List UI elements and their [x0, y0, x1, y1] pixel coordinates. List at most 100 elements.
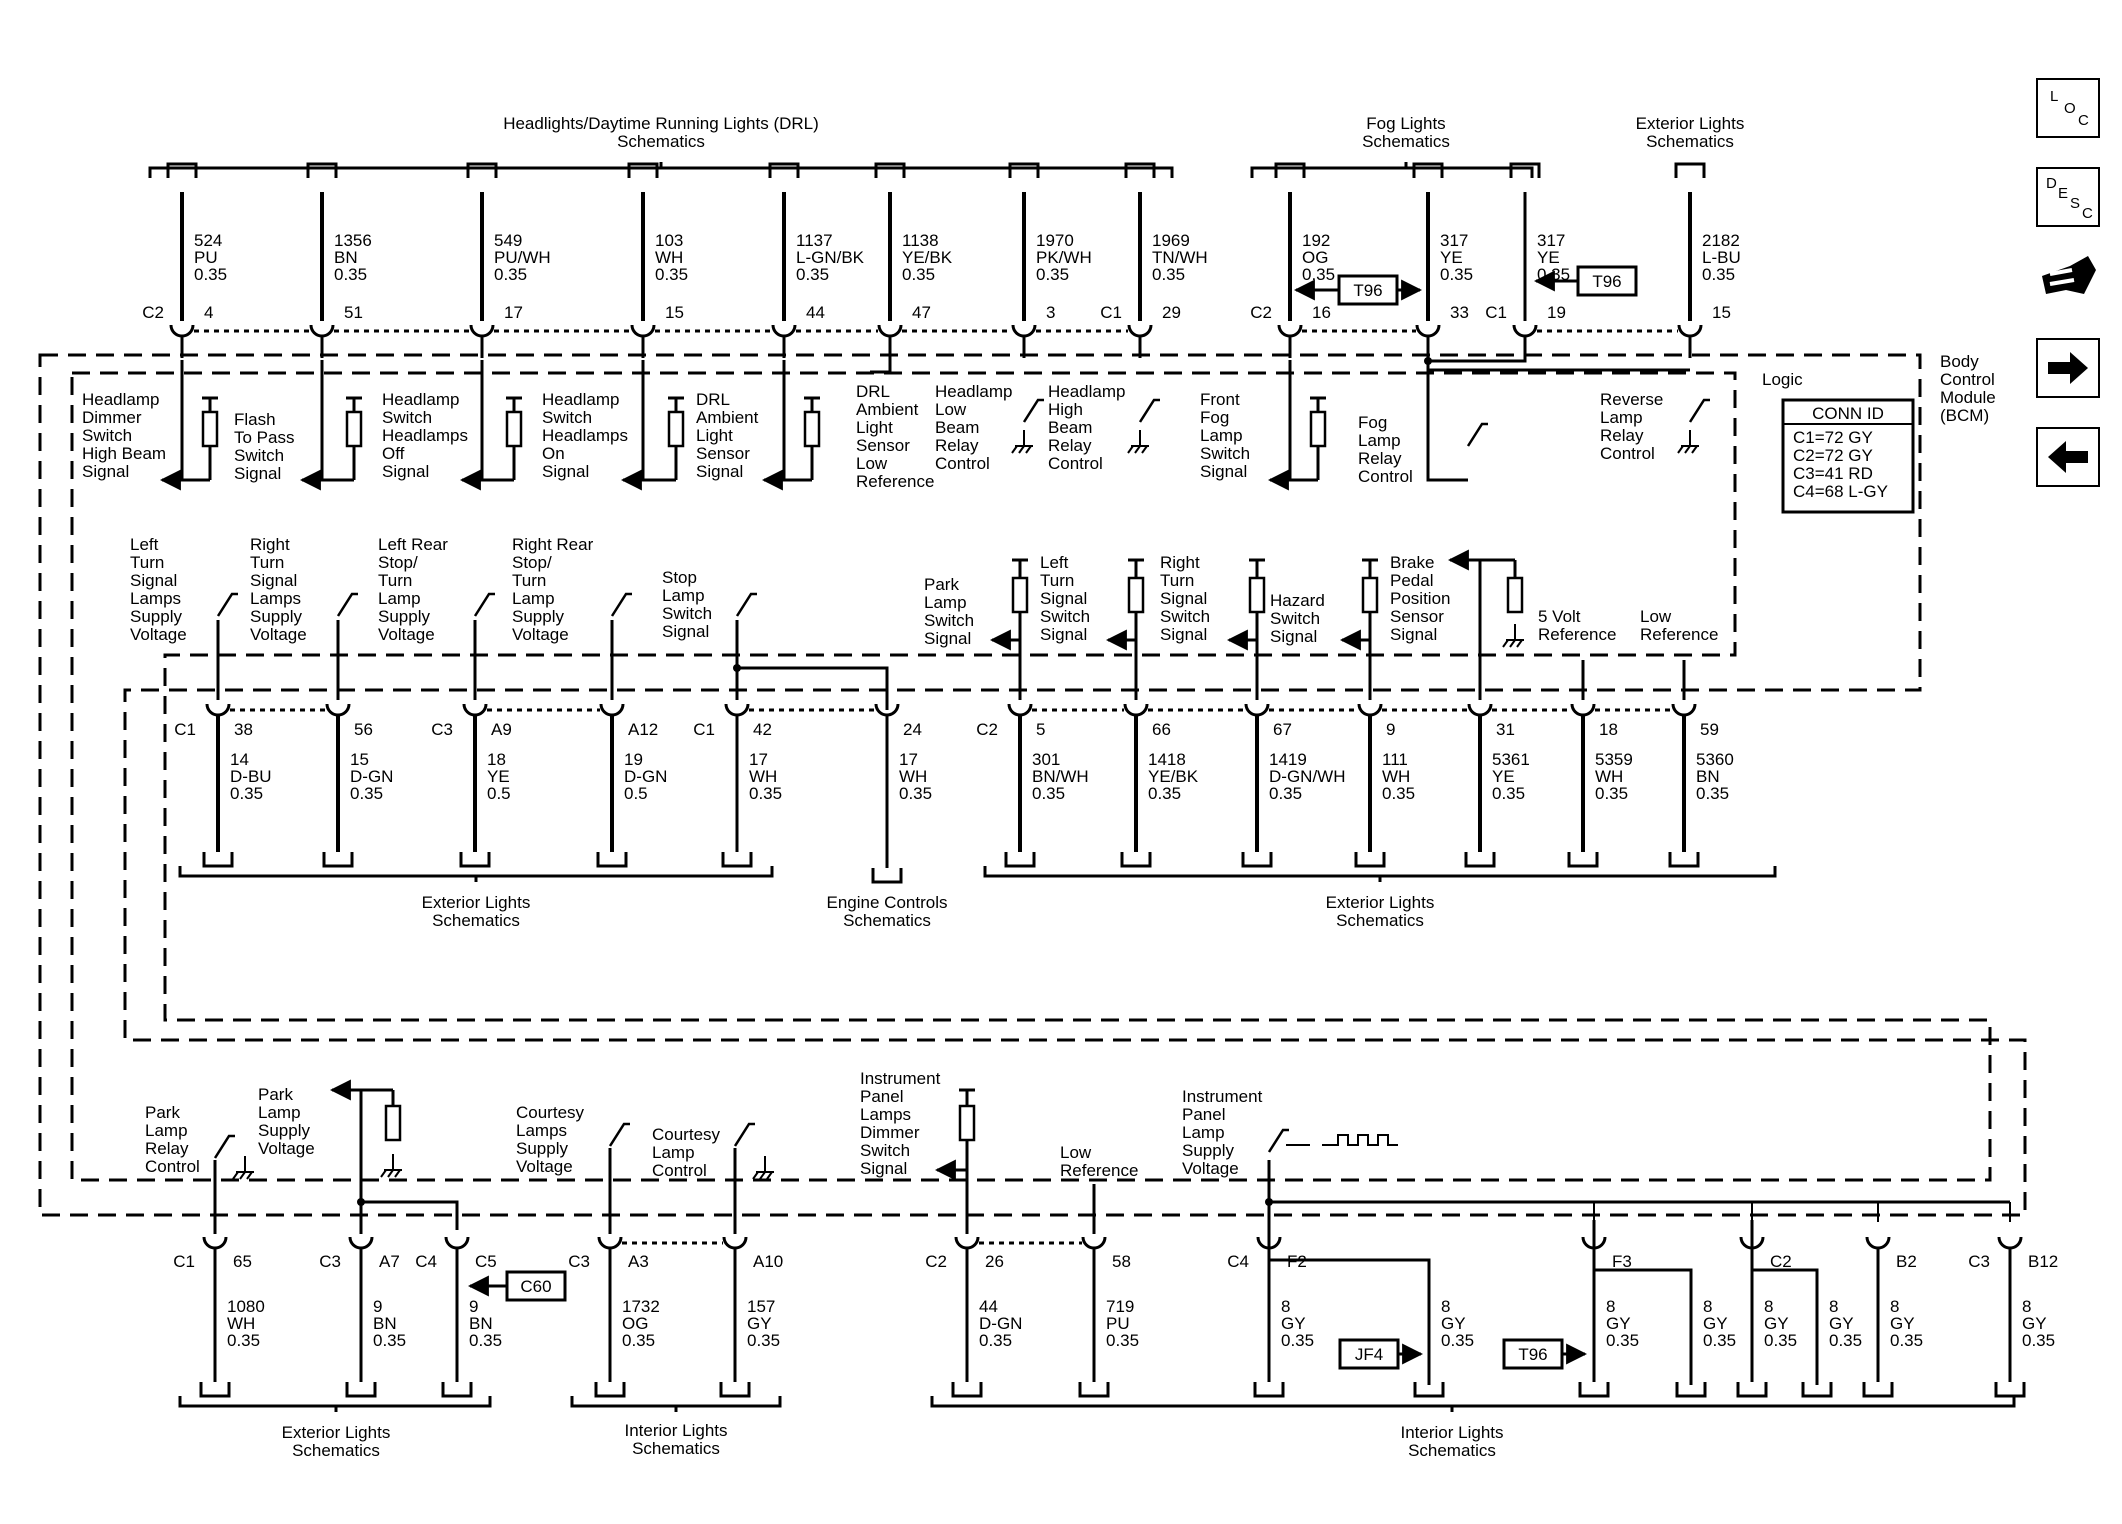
bottom-pin-13: B2 — [1896, 1252, 1917, 1271]
description-button[interactable]: D E S C — [2036, 167, 2100, 227]
mid-color-1: D-GN — [350, 767, 393, 786]
top-stub-ext-bus — [1674, 162, 1706, 178]
top-circuit-11: 2182 — [1702, 231, 1740, 250]
top-function-8: Signal — [1200, 462, 1247, 481]
bottom-function-6: Instrument — [1182, 1087, 1263, 1106]
bottom-size-13: 0.35 — [1890, 1331, 1923, 1350]
top-function-4: Ambient — [696, 408, 759, 427]
top-function-10: Relay — [1600, 426, 1644, 445]
mid-size-0: 0.35 — [230, 784, 263, 803]
mid-function-2: Lamp — [378, 589, 421, 608]
bottom-size-6: 0.35 — [1106, 1331, 1139, 1350]
top-function-0: Switch — [82, 426, 132, 445]
mid-function-8: Switch — [1270, 609, 1320, 628]
bottom-pin-4: A10 — [753, 1252, 783, 1271]
mid-function-8: Hazard — [1270, 591, 1325, 610]
top-function-4: DRL — [696, 390, 730, 409]
ref-t96-c-label: T96 — [1518, 1345, 1547, 1364]
mid-circuit-8: 1419 — [1269, 750, 1307, 769]
top-socket-1 — [309, 324, 335, 338]
stop-lamp-splice — [737, 666, 889, 710]
location-button[interactable]: L O C — [2036, 78, 2100, 138]
hl-low-relay — [1022, 398, 1044, 423]
mid-bracket-exterior-right — [983, 866, 1777, 882]
bcm-label: Body — [1940, 352, 1979, 371]
bottom-function-0: Park — [145, 1103, 180, 1122]
previous-page-button[interactable] — [2036, 427, 2100, 487]
bottom-function-6: Supply — [1182, 1141, 1234, 1160]
top-pin-3: 15 — [665, 303, 684, 322]
desc-letter-d: D — [2046, 175, 2057, 192]
park-relay-ground — [232, 1156, 254, 1180]
bottom-socket-4 — [722, 1236, 748, 1250]
mid-socket-4 — [724, 703, 750, 717]
top-conn-10: C1 — [1485, 303, 1507, 322]
mid-function-0: Signal — [130, 571, 177, 590]
top-function-7: Beam — [1048, 418, 1092, 437]
top-function-6: Low — [935, 400, 967, 419]
bottom-stub-0 — [199, 1382, 231, 1398]
top-socket-7 — [1127, 324, 1153, 338]
bcm-label: Module — [1940, 388, 1996, 407]
bottom-stub-3 — [594, 1382, 626, 1398]
top-pin-6: 3 — [1046, 303, 1055, 322]
top-function-5: DRL — [856, 382, 890, 401]
bcm-label: (BCM) — [1940, 406, 1989, 425]
mid-socket-1 — [325, 703, 351, 717]
mid-group-exterior-right: Schematics — [1336, 911, 1424, 930]
mid-function-6: Signal — [1040, 589, 1087, 608]
top-function-8: Fog — [1200, 408, 1229, 427]
bottom-function-4: Dimmer — [860, 1123, 920, 1142]
top-color-7: TN/WH — [1152, 248, 1208, 267]
mid-function-9: Brake — [1390, 553, 1434, 572]
mid-function-4: Lamp — [662, 586, 705, 605]
bottom-circuit-8: 8 — [1441, 1297, 1450, 1316]
mid-size-12: 0.35 — [1696, 784, 1729, 803]
top-color-4: L-GN/BK — [796, 248, 865, 267]
connector-view-button[interactable] — [2036, 248, 2100, 308]
ref-t96-a-label: T96 — [1353, 281, 1382, 300]
mid-color-2: YE — [487, 767, 510, 786]
conn-id-line-3: C4=68 L-GY — [1793, 482, 1888, 501]
top-function-3: Switch — [542, 408, 592, 427]
mid-function-11: Low — [1640, 607, 1672, 626]
conn-id-title: CONN ID — [1812, 404, 1884, 423]
courtesy-supply-switch — [608, 1122, 630, 1147]
mid-size-8: 0.35 — [1269, 784, 1302, 803]
top-stub-1 — [306, 162, 338, 178]
arrow-left-icon — [2048, 441, 2088, 473]
bottom-color-10: GY — [1703, 1314, 1728, 1333]
bottom-function-3: Courtesy — [652, 1125, 721, 1144]
bottom-function-2: Lamps — [516, 1121, 567, 1140]
mid-function-10: Reference — [1538, 625, 1616, 644]
top-function-2: Off — [382, 444, 405, 463]
brake-resistor — [1506, 576, 1524, 614]
top-color-8: OG — [1302, 248, 1328, 267]
bottom-circuit-5: 44 — [979, 1297, 998, 1316]
mid-switch-0 — [216, 592, 238, 617]
conn-id-line-1: C2=72 GY — [1793, 446, 1873, 465]
top-size-7: 0.35 — [1152, 265, 1185, 284]
ref-c60-label: C60 — [520, 1277, 551, 1296]
top-function-6: Control — [935, 454, 990, 473]
mid-resistor-2 — [1248, 576, 1266, 614]
mid-group-exterior-left: Exterior Lights — [422, 893, 531, 912]
mid-conn-0: C1 — [174, 720, 196, 739]
mid-circuit-1: 15 — [350, 750, 369, 769]
mid-pin-12: 59 — [1700, 720, 1719, 739]
top-function-0: Signal — [82, 462, 129, 481]
bottom-circuit-1: 9 — [373, 1297, 382, 1316]
conn-id-line-0: C1=72 GY — [1793, 428, 1873, 447]
bottom-circuit-14: 8 — [2022, 1297, 2031, 1316]
top-color-6: PK/WH — [1036, 248, 1092, 267]
top-conn-0: C2 — [142, 303, 164, 322]
mid-function-1: Supply — [250, 607, 302, 626]
top-bracket-fog — [1250, 162, 1534, 178]
mid-circuit-9: 111 — [1382, 750, 1408, 769]
fog-relay-switch — [1466, 422, 1488, 447]
next-page-button[interactable] — [2036, 338, 2100, 398]
mid-color-11: WH — [1595, 767, 1623, 786]
mid-group-engine: Engine Controls — [827, 893, 948, 912]
bottom-function-4: Panel — [860, 1087, 903, 1106]
mid-function-2: Turn — [378, 571, 412, 590]
